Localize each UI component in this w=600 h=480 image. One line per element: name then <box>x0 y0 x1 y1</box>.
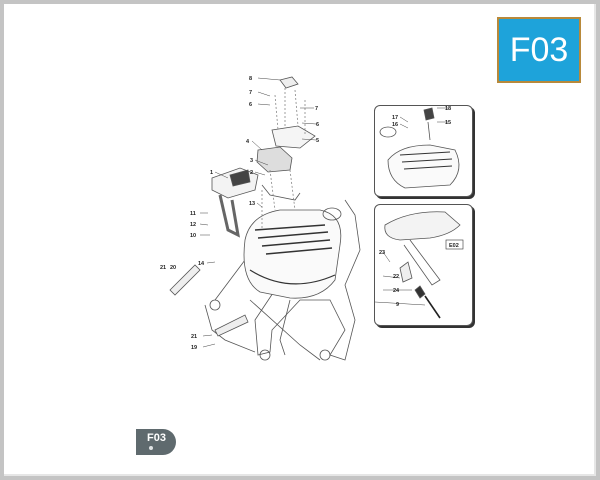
svg-text:8: 8 <box>249 76 252 82</box>
svg-text:9: 9 <box>396 302 399 308</box>
dot-icon <box>149 446 153 450</box>
svg-text:17: 17 <box>392 115 398 121</box>
svg-text:23: 23 <box>379 250 385 256</box>
section-badge-label: F03 <box>509 30 569 69</box>
svg-text:24: 24 <box>393 288 400 294</box>
svg-text:22: 22 <box>393 274 399 280</box>
svg-text:11: 11 <box>190 211 196 217</box>
svg-text:2: 2 <box>250 170 253 176</box>
ref-box-e02 <box>445 239 464 250</box>
svg-text:6: 6 <box>249 102 252 108</box>
svg-text:21: 21 <box>160 265 166 271</box>
svg-text:1: 1 <box>210 170 213 176</box>
svg-text:10: 10 <box>190 233 196 239</box>
svg-text:3: 3 <box>250 158 253 164</box>
svg-text:15: 15 <box>445 120 451 126</box>
footer-section-tab[interactable]: F03 <box>136 429 176 455</box>
svg-text:6: 6 <box>316 122 319 128</box>
svg-text:5: 5 <box>316 138 319 144</box>
svg-text:7: 7 <box>315 106 318 112</box>
svg-text:13: 13 <box>249 201 255 207</box>
svg-text:18: 18 <box>445 106 451 112</box>
svg-text:4: 4 <box>246 139 250 145</box>
svg-text:E02: E02 <box>449 243 459 249</box>
svg-text:12: 12 <box>190 222 196 228</box>
section-badge: F03 <box>497 17 581 83</box>
svg-text:19: 19 <box>191 345 197 351</box>
svg-text:7: 7 <box>249 90 252 96</box>
svg-text:21: 21 <box>191 334 197 340</box>
footer-section-tab-label: F03 <box>147 432 166 444</box>
svg-text:14: 14 <box>198 261 205 267</box>
svg-text:16: 16 <box>392 122 398 128</box>
svg-text:20: 20 <box>170 265 176 271</box>
